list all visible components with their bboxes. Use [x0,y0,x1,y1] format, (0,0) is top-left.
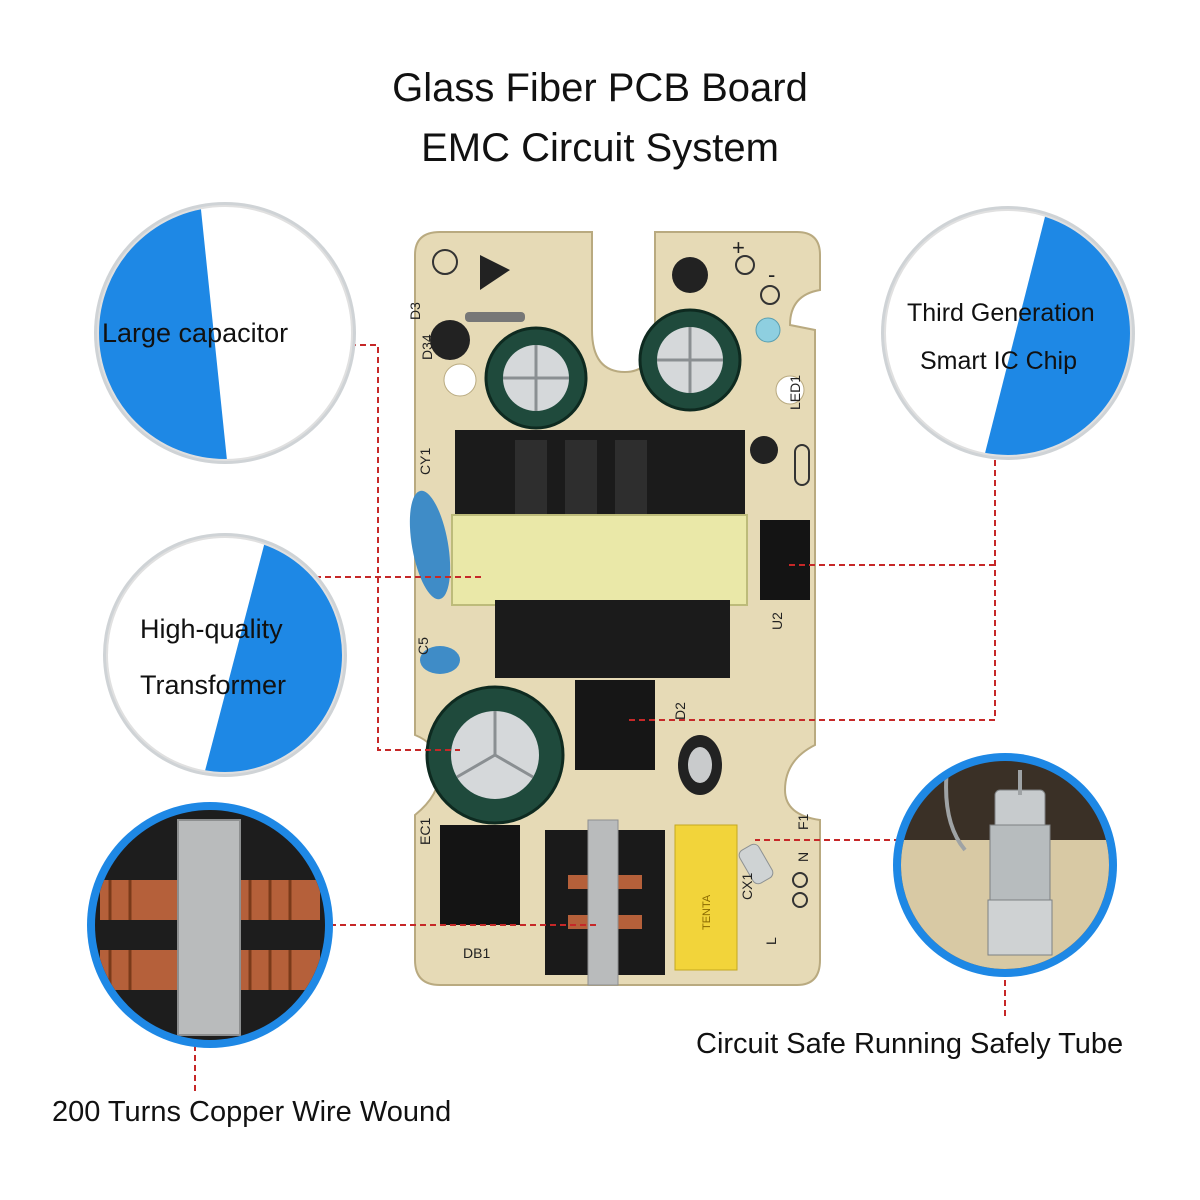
board-fuse [738,843,808,908]
small-capacitor [678,735,722,795]
transformer-disc [103,533,347,777]
pcb-top-components [430,249,810,486]
silk-n: N [795,852,811,862]
silk-d3: D3 [407,302,423,320]
u2-chip [760,520,810,600]
page-title-line2: EMC Circuit System [421,126,779,170]
top-electrolytic-capacitors [484,308,742,430]
silk-cx1: CX1 [739,873,755,900]
transformer [451,430,748,678]
leader-ic-chip [625,440,996,721]
silk-l: L [763,937,779,945]
copper-coil-disc [87,802,333,1048]
large-capacitor [425,685,565,825]
x-capacitor [674,824,738,971]
transformer-label-line1: High-quality [140,614,283,644]
ic-chip-label-line2: Smart IC Chip [920,347,1077,375]
common-mode-choke [545,819,665,986]
fuse-caption: Circuit Safe Running Safely Tube [696,1028,1124,1060]
silk-led1: LED1 [787,375,803,410]
silk-db1: DB1 [463,945,490,961]
transformer-label-line2: Transformer [140,670,287,700]
silk-d34: D34 [419,334,435,360]
silk-tenta: TENTA [701,894,713,930]
bridge-rectifier [440,825,520,925]
silk-plus: + [732,235,745,260]
page-title-line1: Glass Fiber PCB Board [392,66,808,110]
large-capacitor-disc [94,202,356,464]
silk-f1: F1 [795,813,811,830]
silk-d2: D2 [672,702,688,720]
ic-chip-disc [881,206,1135,460]
silk-ec1: EC1 [417,818,433,845]
silk-minus: - [768,262,775,287]
silk-cy1: CY1 [417,448,433,475]
silk-u2: U2 [769,612,785,630]
y-capacitors [409,490,460,674]
copper-wire-caption: 200 Turns Copper Wire Wound [52,1096,452,1128]
silk-c5: C5 [415,637,431,655]
pwm-ic [575,680,655,770]
ic-chip-label-line1: Third Generation [907,299,1095,327]
fuse-disc [893,753,1117,977]
large-capacitor-label: Large capacitor [102,318,289,348]
